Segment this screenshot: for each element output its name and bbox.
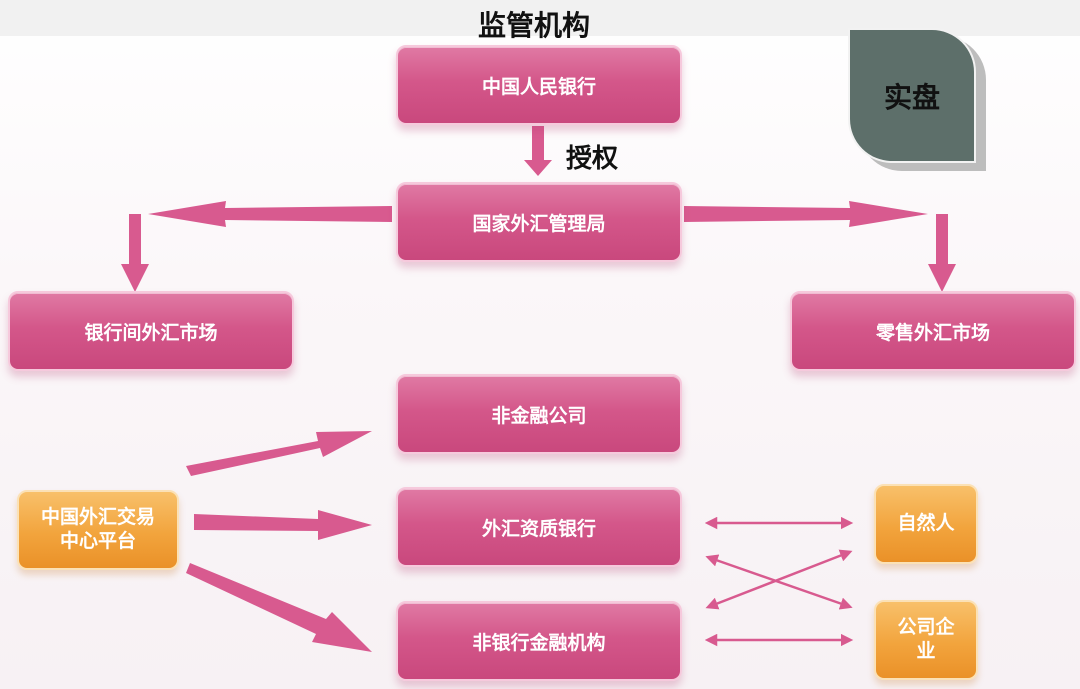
node-interbank-market[interactable]: 银行间外汇市场	[8, 291, 294, 371]
arrow-cfets-to-nonbank-fin	[186, 563, 372, 652]
node-enterprise-label: 公司企业	[897, 616, 955, 662]
node-cfets-platform[interactable]: 中国外汇交易中心平台	[17, 490, 179, 570]
arrow-pboc-to-safe	[524, 126, 552, 176]
node-pboc[interactable]: 中国人民银行	[396, 45, 682, 125]
arrow-safe-to-left	[148, 201, 392, 227]
node-qualified-bank[interactable]: 外汇资质银行	[396, 487, 682, 567]
node-retail-market[interactable]: 零售外汇市场	[790, 291, 1076, 371]
arrow-down-to-interbank	[121, 214, 149, 292]
regulator-title: 监管机构	[478, 9, 591, 42]
arrow-nonbank-individual	[705, 549, 853, 610]
authorize-label: 授权	[566, 144, 619, 174]
arrow-cfets-to-qualified-bank	[194, 510, 372, 540]
live-badge: 实盘	[848, 28, 988, 173]
node-individual[interactable]: 自然人	[874, 484, 978, 564]
arrow-safe-to-right	[684, 201, 928, 227]
node-cfets-platform-label: 中国外汇交易中心平台	[40, 506, 155, 552]
arrow-down-to-retail	[928, 214, 956, 292]
node-nonbank-financial[interactable]: 非银行金融机构	[396, 601, 682, 681]
live-badge-label: 实盘	[848, 28, 976, 163]
node-safe[interactable]: 国家外汇管理局	[396, 182, 682, 262]
node-nonfinancial-company[interactable]: 非金融公司	[396, 374, 682, 454]
node-enterprise[interactable]: 公司企业	[874, 600, 978, 680]
arrow-cfets-to-nonfin	[186, 431, 372, 476]
